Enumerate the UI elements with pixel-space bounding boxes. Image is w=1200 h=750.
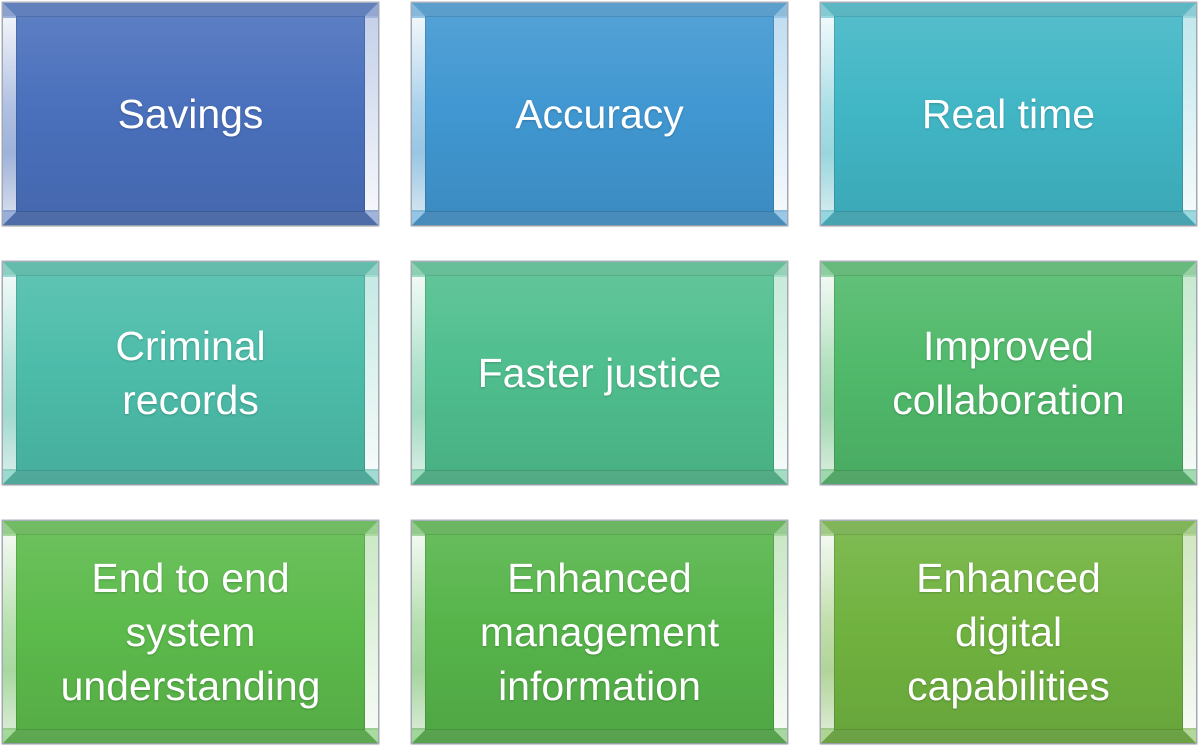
tile-label: Accuracy [515, 90, 684, 137]
tile-faster-justice: Faster justice [412, 262, 787, 484]
tile-label: Improved collaboration [892, 322, 1125, 423]
tile-label: Faster justice [477, 349, 722, 396]
tile-label: Criminal records [115, 322, 266, 423]
tile-criminal-records: Criminal records [3, 262, 378, 484]
tile-enhanced-digital-capabilities: Enhanced digital capabilities [821, 521, 1196, 743]
tile-label: End to end system understanding [60, 554, 321, 710]
tile-label: Enhanced digital capabilities [907, 554, 1110, 710]
tile-real-time: Real time [821, 3, 1196, 225]
tile-end-to-end-system-understanding: End to end system understanding [3, 521, 378, 743]
tile-savings: Savings [3, 3, 378, 225]
tile-enhanced-management-information: Enhanced management information [412, 521, 787, 743]
tile-improved-collaboration: Improved collaboration [821, 262, 1196, 484]
tile-accuracy: Accuracy [412, 3, 787, 225]
tile-label: Enhanced management information [479, 554, 720, 710]
tile-label: Savings [117, 90, 264, 137]
tile-label: Real time [921, 90, 1096, 137]
